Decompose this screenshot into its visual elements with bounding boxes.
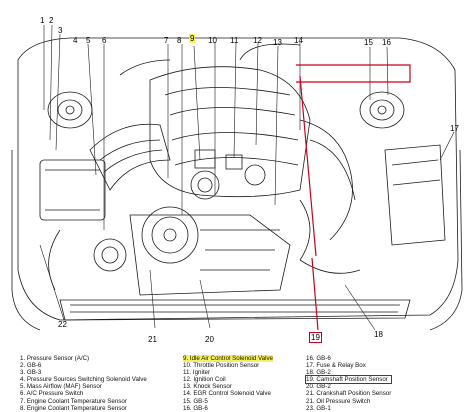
legend-item: 2. GB-6 <box>20 362 42 370</box>
left-strut-tower <box>47 91 93 129</box>
callout-17: 17 <box>450 124 459 133</box>
legend-item: 16. GB-6 <box>183 404 208 412</box>
legend-item: 16. GB-6 <box>306 355 331 362</box>
callout-11: 11 <box>230 36 239 45</box>
callout-13: 13 <box>273 38 282 47</box>
callout-4: 4 <box>73 36 78 45</box>
callout-3: 3 <box>58 26 63 35</box>
legend-item: 4. Pressure Sources Switching Solenoid V… <box>20 376 147 384</box>
legend-item: 11. Igniter <box>183 369 211 377</box>
callout-18: 18 <box>374 330 383 339</box>
callout-12: 12 <box>253 36 262 45</box>
legend-item-boxed: 19. Camshaft Position Sensor <box>304 375 393 385</box>
legend-item: 12. Ignition Coil <box>183 376 226 384</box>
callout-10: 10 <box>208 36 217 45</box>
legend-item: 10. Throttle Position Sensor <box>183 362 260 370</box>
callout-21: 21 <box>148 335 157 344</box>
alternator <box>93 238 127 272</box>
legend-item-highlighted: 9. Idle Air Control Solenoid Valve <box>183 355 273 363</box>
body-outline <box>17 37 459 321</box>
callout-19: 19 <box>309 332 322 343</box>
callout-14: 14 <box>294 36 303 45</box>
legend-column-3: 16. GB-6 17. Fuse & Relay Box 18. GB-2 1… <box>304 355 393 412</box>
legend-item: 13. Knock Sensor <box>183 383 232 391</box>
legend-item: 15. GB-5 <box>183 397 208 405</box>
crank-pulley <box>141 206 199 264</box>
callout-15: 15 <box>364 38 373 47</box>
callout-20: 20 <box>205 335 214 344</box>
legend-column-1: 1. Pressure Sensor (A/C) 2. GB-6 3. GB-3… <box>20 355 147 412</box>
callout-5: 5 <box>86 36 91 45</box>
legend-item: 14. EGR Control Solenoid Valve <box>183 390 271 398</box>
callout-7: 7 <box>164 36 169 45</box>
legend-item: 21. Crankshaft Position Sensor <box>306 390 392 398</box>
legend-item: 6. A/C Pressure Switch <box>20 390 84 398</box>
callout-1: 1 <box>40 16 45 25</box>
callout-22: 22 <box>58 320 67 329</box>
fuse-relay-box <box>384 144 446 246</box>
legend-item: 20. GB-2 <box>306 383 331 391</box>
legend-item: 8. Engine Coolant Temperature Sensor <box>20 404 127 412</box>
legend-item: 3. GB-3 <box>20 369 42 377</box>
legend-item: 21. Oil Pressure Switch <box>306 397 371 405</box>
callout-16: 16 <box>382 38 391 47</box>
legend-item: 23. GB-1 <box>306 404 331 412</box>
right-strut-tower <box>359 91 405 129</box>
callout-9: 9 <box>189 34 196 43</box>
callout-6: 6 <box>102 36 107 45</box>
air-box <box>39 159 106 221</box>
callout-8: 8 <box>177 36 182 45</box>
legend-column-2: 9. Idle Air Control Solenoid Valve 10. T… <box>183 355 273 412</box>
intake-manifold <box>149 66 311 198</box>
legend-item: 1. Pressure Sensor (A/C) <box>20 355 90 362</box>
legend-item: 18. GB-2 <box>306 369 331 377</box>
callout-2: 2 <box>49 16 54 25</box>
legend-item: 7. Engine Coolant Temperature Sensor <box>20 397 127 405</box>
radiator <box>59 299 411 321</box>
intake-duct <box>89 123 171 191</box>
legend-item: 5. Mass Airflow (MAF) Sensor <box>20 383 102 391</box>
legend-item: 17. Fuse & Relay Box <box>306 362 366 370</box>
